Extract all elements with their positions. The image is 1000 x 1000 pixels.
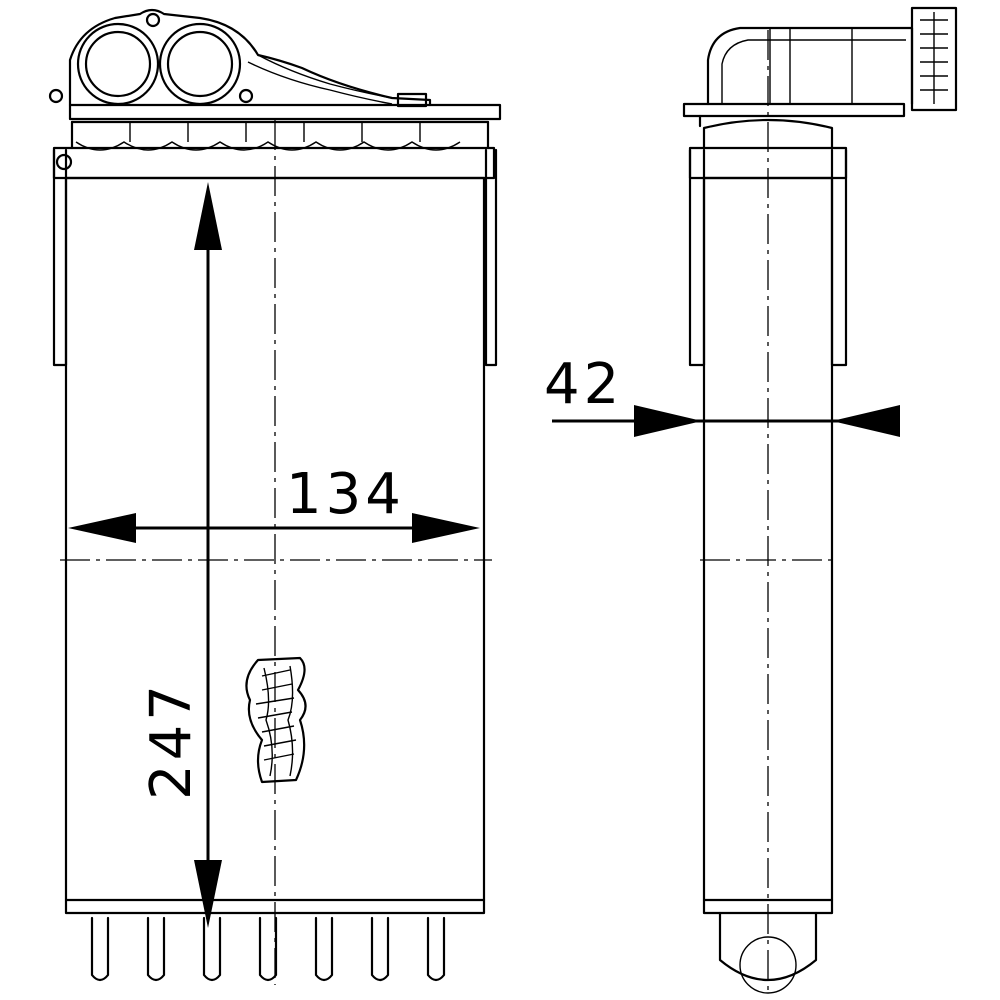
height-arrow-top — [194, 182, 222, 250]
depth-arrow-right — [832, 405, 900, 437]
bleed-screw-icon — [55, 153, 73, 171]
pipe-connector — [910, 6, 958, 112]
width-dimension-label: 134 — [286, 462, 405, 527]
left-side-plate — [52, 148, 68, 367]
width-arrow-left — [68, 513, 136, 543]
side-elbow-pipe — [706, 26, 914, 106]
side-view: 42 — [544, 6, 958, 995]
depth-dimension-label: 42 — [544, 352, 623, 417]
inlet-pipe — [76, 22, 160, 106]
width-arrow-right — [412, 513, 480, 543]
header-tank — [52, 146, 496, 180]
manufacturer-logo — [245, 656, 307, 784]
pipe-flange — [68, 8, 432, 107]
height-arrow-bottom — [194, 860, 222, 928]
depth-arrow-left — [634, 405, 702, 437]
bottom-pins — [90, 916, 446, 982]
front-view: 134 247 — [48, 8, 502, 985]
outlet-pipe — [158, 22, 242, 106]
right-side-plate — [484, 148, 498, 367]
height-dimension-label: 247 — [139, 681, 204, 800]
